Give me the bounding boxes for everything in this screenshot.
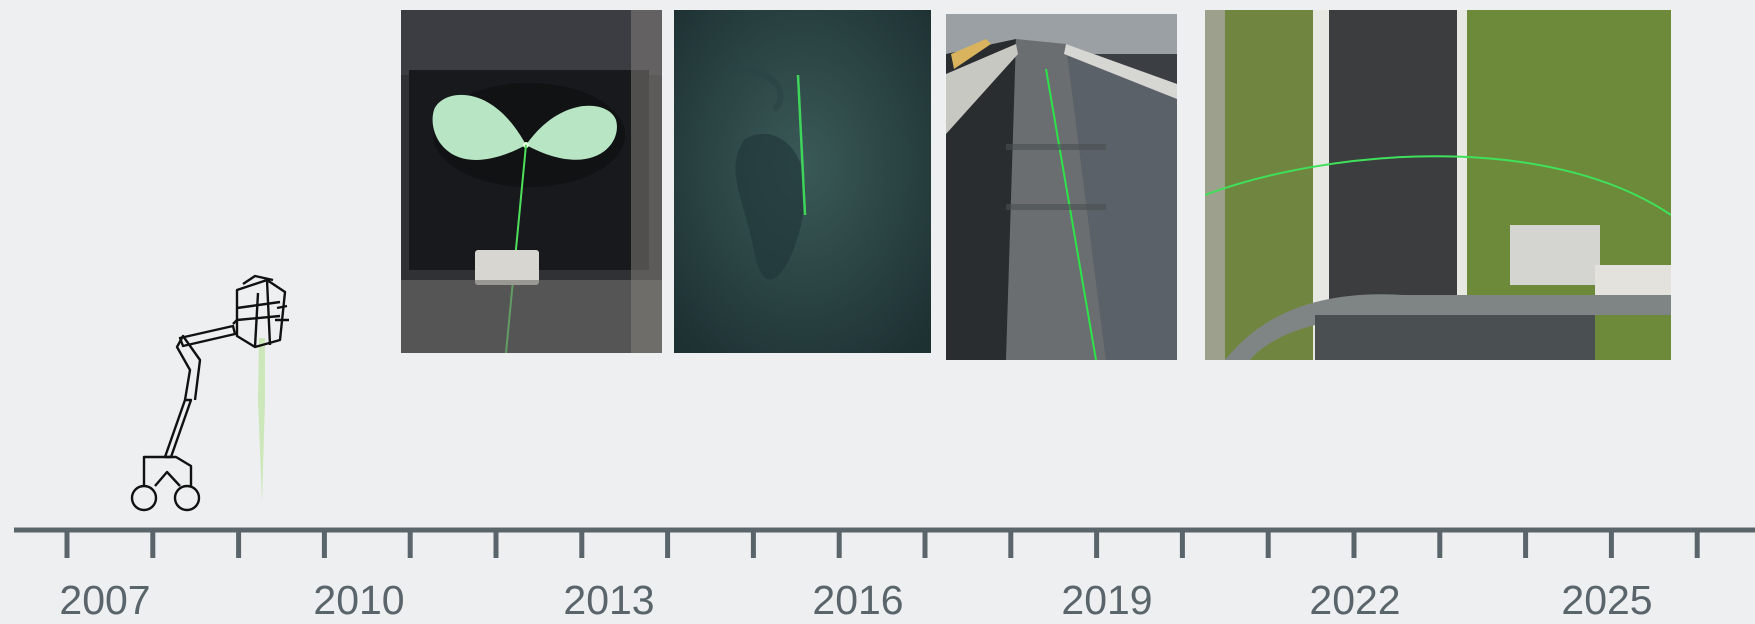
elbow-joint xyxy=(175,334,202,401)
year-label-2019: 2019 xyxy=(1061,577,1153,623)
timeline-axis xyxy=(14,527,1755,558)
laser-beam xyxy=(796,74,807,216)
axis-ticks xyxy=(64,530,1700,558)
year-label-2010: 2010 xyxy=(313,577,405,623)
flume-channel-photo xyxy=(946,14,1177,360)
year-label-2016: 2016 xyxy=(812,577,904,623)
laser-target-photo xyxy=(401,10,662,353)
laser-arc xyxy=(1205,155,1671,216)
lift-base xyxy=(142,455,193,487)
basket xyxy=(235,274,287,349)
boom-lift-with-laser-icon xyxy=(130,274,289,512)
underwater-laser-photo xyxy=(674,10,931,353)
year-label-2025: 2025 xyxy=(1561,577,1653,623)
field-canal-photo xyxy=(1205,10,1671,360)
laser-cone xyxy=(258,338,265,502)
year-label-2007: 2007 xyxy=(59,577,151,623)
upper-arm xyxy=(178,324,237,348)
year-label-2013: 2013 xyxy=(563,577,655,623)
year-label-2022: 2022 xyxy=(1309,577,1401,623)
bowtie-target xyxy=(432,94,617,160)
laser-beam xyxy=(1045,68,1097,360)
wheel-right xyxy=(173,484,201,512)
wheel-left xyxy=(130,484,158,512)
lower-arm xyxy=(163,398,193,459)
